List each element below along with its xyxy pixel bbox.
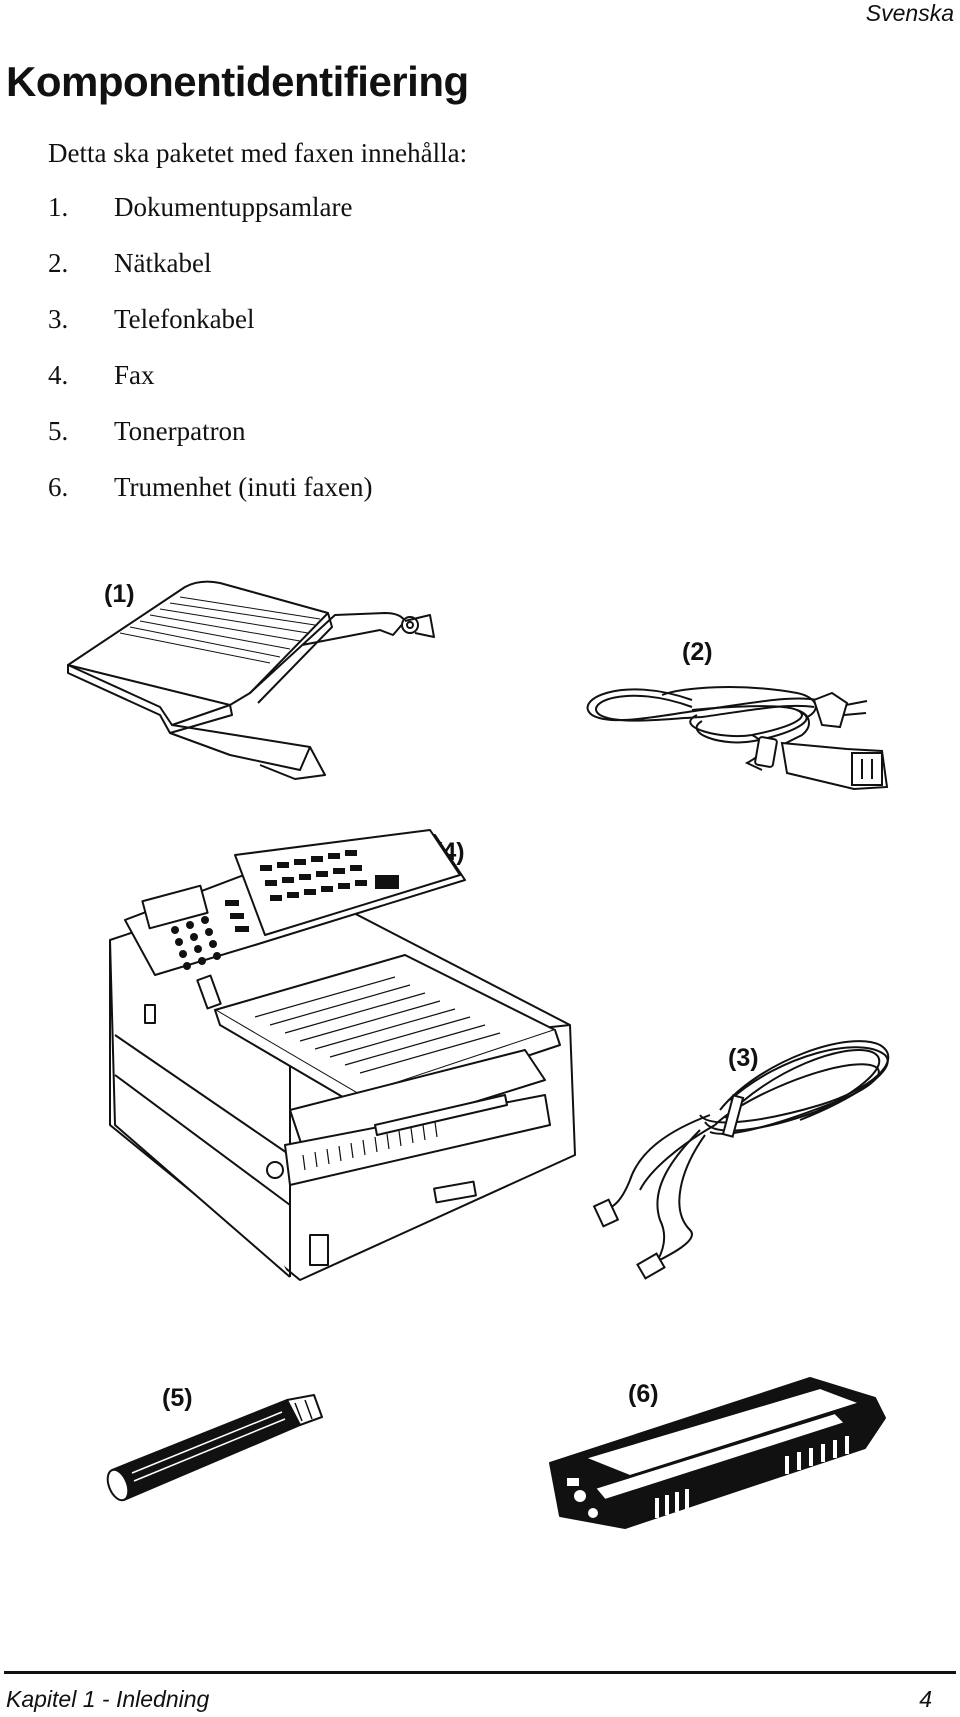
list-item-text: Nätkabel [114, 248, 212, 278]
power-cable-icon [586, 686, 889, 791]
list-item: 4. Fax [48, 360, 372, 416]
page-title: Komponentidentifiering [6, 58, 469, 105]
list-item: 6. Trumenhet (inuti faxen) [48, 472, 372, 528]
figure-label-3: (3) [728, 1044, 759, 1072]
list-item-text: Dokumentuppsamlare [114, 192, 353, 222]
list-item-number: 1. [48, 192, 69, 222]
language-label: Svenska [865, 0, 954, 26]
list-item-text: Trumenhet (inuti faxen) [114, 472, 373, 502]
footer-chapter: Kapitel 1 - Inledning [6, 1686, 210, 1712]
figure-label-6: (6) [628, 1380, 659, 1408]
phone-cable-icon [592, 1040, 890, 1280]
figure-label-5: (5) [162, 1384, 193, 1412]
list-item-text: Telefonkabel [114, 304, 255, 334]
footer-rule [4, 1671, 956, 1674]
list-item: 1. Dokumentuppsamlare [48, 192, 372, 248]
toner-cartridge-icon [106, 1394, 323, 1502]
list-item: 2. Nätkabel [48, 248, 372, 304]
list-item-text: Tonerpatron [114, 416, 246, 446]
list-item-number: 6. [48, 472, 69, 502]
list-item-number: 3. [48, 304, 69, 334]
figure-label-1: (1) [104, 580, 135, 608]
list-item-number: 5. [48, 416, 69, 446]
intro-text: Detta ska paketet med faxen innehålla: [48, 138, 468, 168]
list-item: 3. Telefonkabel [48, 304, 372, 360]
list-item-text: Fax [114, 360, 155, 390]
contents-list: 1. Dokumentuppsamlare 2. Nätkabel 3. Telefo… [48, 192, 372, 528]
page-number: 4 [919, 1686, 932, 1712]
list-item-number: 2. [48, 248, 69, 278]
figure-label-2: (2) [682, 638, 713, 666]
document-stacker-icon [67, 580, 435, 780]
fax-machine-icon [109, 829, 576, 1281]
list-item-number: 4. [48, 360, 69, 390]
list-item: 5. Tonerpatron [48, 416, 372, 472]
drum-unit-icon [549, 1377, 886, 1529]
